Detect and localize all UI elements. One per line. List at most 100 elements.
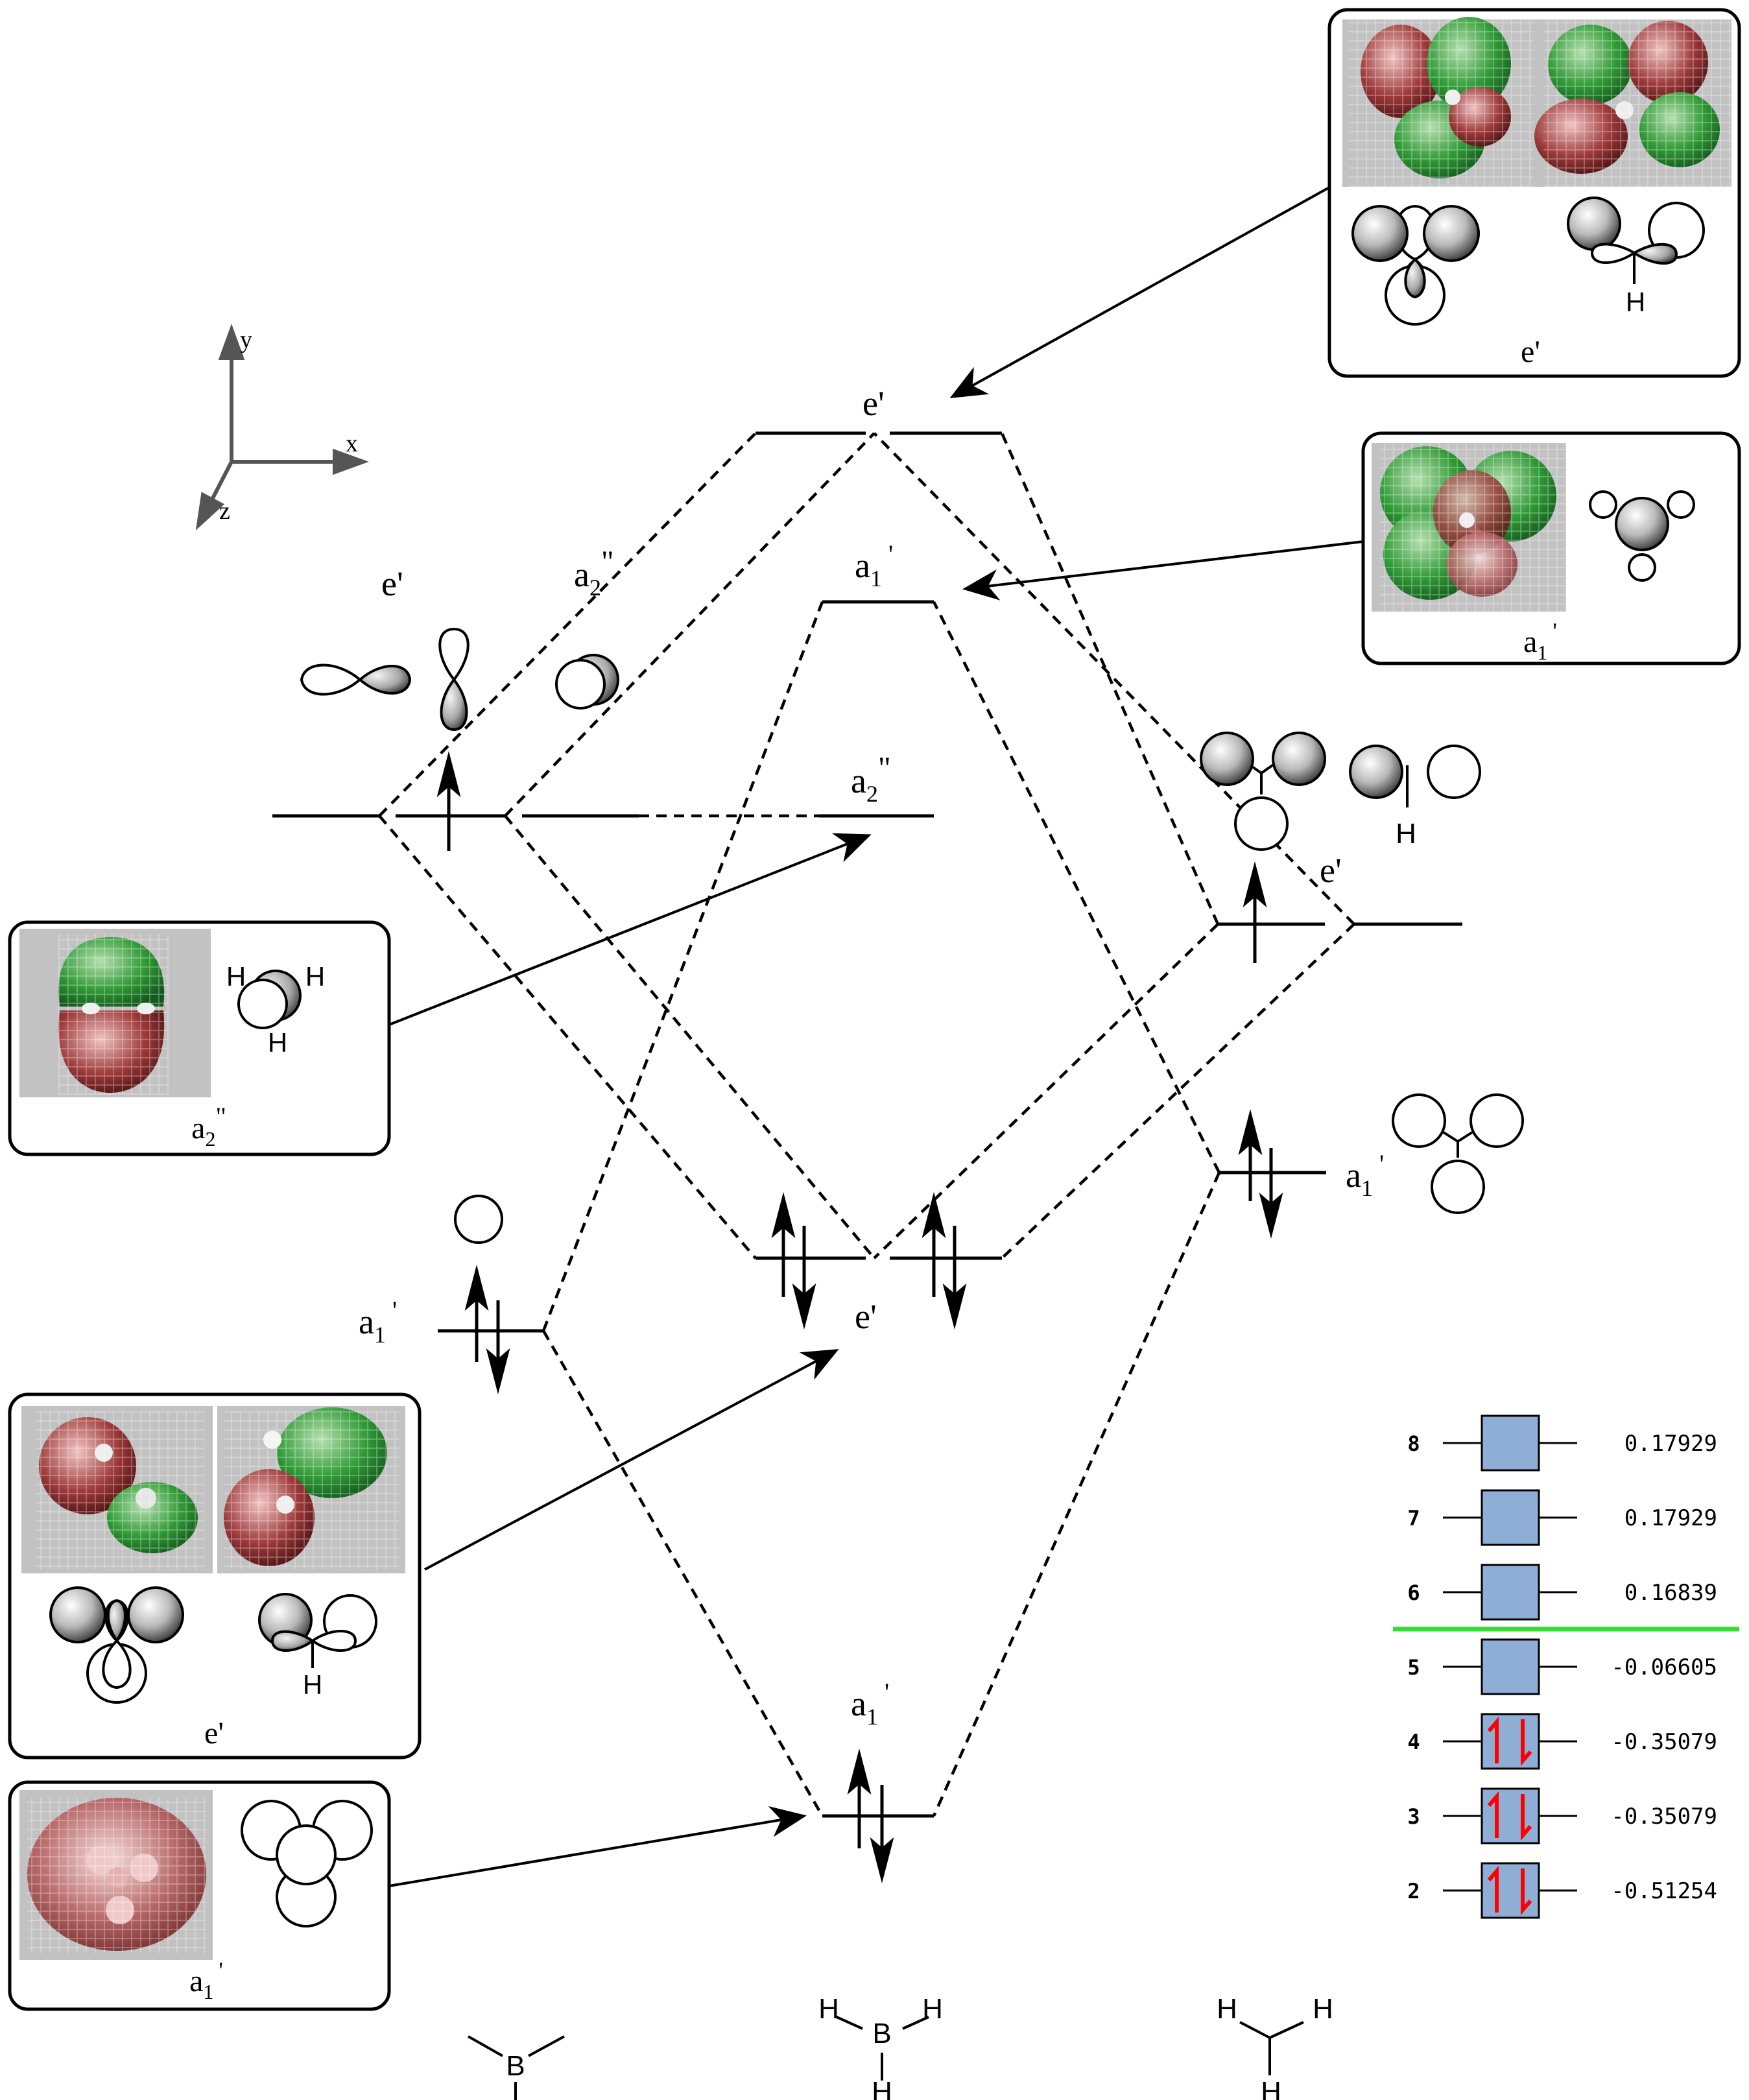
energy-row-box bbox=[1481, 1564, 1540, 1621]
energy-row-box bbox=[1481, 1489, 1540, 1546]
pair-h3-a1 bbox=[1238, 1109, 1283, 1239]
energy-row-value: -0.35079 bbox=[1611, 1804, 1717, 1830]
box-e-antibonding-label: e' bbox=[1521, 335, 1540, 369]
box-a1-antibonding-label: a1' bbox=[1523, 618, 1557, 664]
h3-e-label: e' bbox=[1320, 851, 1342, 890]
fragment-bh3-h-right: H bbox=[922, 1993, 943, 2025]
energy-row-index: 4 bbox=[1407, 1730, 1420, 1754]
energy-row-index: 8 bbox=[1407, 1431, 1420, 1456]
mo-render-e-antibonding-2 bbox=[1534, 19, 1731, 187]
sketch-a2 bbox=[237, 970, 302, 1029]
fragment-h3-h-right: H bbox=[1313, 1993, 1333, 2025]
h3-a1-label: a1' bbox=[1346, 1149, 1384, 1201]
mo-a1-bonding-label: a1' bbox=[851, 1678, 889, 1730]
sketch-e-bonding-2 bbox=[258, 1593, 377, 1668]
fragment-b bbox=[468, 2035, 565, 2100]
fragment-h3-h-bottom: H bbox=[1261, 2076, 1281, 2100]
energy-row-value: 0.17929 bbox=[1624, 1431, 1717, 1457]
fragment-bh3-h-left: H bbox=[818, 1993, 839, 2025]
mo-e-bonding-label: e' bbox=[855, 1297, 877, 1336]
boron-s-orbital bbox=[454, 1195, 503, 1244]
energy-table: 8 0.17929 7 0.17929 6 0.16839 5 -0.06605 4 -0.350… bbox=[1393, 1414, 1739, 1919]
energy-row-box bbox=[1481, 1638, 1540, 1695]
boron-py-orbital bbox=[438, 627, 470, 732]
fragment-b-atom: B bbox=[506, 2050, 525, 2082]
energy-row-electron-up bbox=[1487, 1716, 1499, 1763]
energy-row-electron-down bbox=[1521, 1794, 1532, 1841]
axis-y-label: y bbox=[240, 326, 252, 353]
energy-row-box bbox=[1481, 1713, 1540, 1770]
fragment-bh3 bbox=[836, 2016, 929, 2081]
fragment-bh3-h-bottom: H bbox=[872, 2076, 892, 2100]
sketch-a1-antibonding bbox=[1589, 490, 1695, 582]
h3-e-orbital-1 bbox=[1200, 732, 1326, 851]
box-a2-h2: H bbox=[305, 961, 325, 992]
fragment-h3 bbox=[1239, 2021, 1304, 2075]
energy-row-index: 3 bbox=[1407, 1804, 1420, 1829]
b-pz-label: a2" bbox=[574, 545, 614, 601]
energy-row-box bbox=[1481, 1787, 1540, 1844]
boron-px-orbital bbox=[300, 663, 412, 696]
box-e-bonding: H e' bbox=[8, 1392, 422, 1760]
energy-row-index: 6 bbox=[1407, 1581, 1420, 1605]
pointer-arrows bbox=[388, 187, 1364, 1887]
mo-render-a1-antibonding bbox=[1380, 443, 1566, 612]
box-a1-bonding-label: a1' bbox=[189, 1957, 223, 2003]
box-a2-h3: H bbox=[268, 1027, 287, 1058]
energy-row-electron-down bbox=[1521, 1868, 1532, 1916]
energy-row-value: -0.06605 bbox=[1611, 1654, 1717, 1680]
mo-a2-label: a2" bbox=[851, 751, 891, 807]
energy-row-box bbox=[1481, 1414, 1540, 1472]
h3-e-orbital-2 bbox=[1349, 745, 1481, 807]
sketch-e-antibonding-1 bbox=[1351, 204, 1480, 326]
mo-render-e-bonding-2 bbox=[224, 1407, 399, 1569]
fragment-h3-h-left: H bbox=[1217, 1993, 1237, 2025]
axis-z-label: z bbox=[219, 497, 230, 525]
mo-render-a2 bbox=[58, 934, 169, 1095]
sketch-e-antibonding-2 bbox=[1567, 197, 1705, 284]
energy-row-electron-up bbox=[1487, 1865, 1499, 1913]
pair-b-s bbox=[464, 1265, 510, 1394]
h3-a1-orbital bbox=[1392, 1093, 1524, 1214]
energy-row-value: -0.35079 bbox=[1611, 1729, 1717, 1755]
sketch-a1-bonding bbox=[241, 1800, 373, 1927]
boron-pz-orbital bbox=[555, 654, 619, 710]
box-e-bonding-h-atom: H bbox=[303, 1669, 322, 1700]
energy-row-index: 2 bbox=[1407, 1879, 1420, 1903]
pair-a1-bonding bbox=[847, 1748, 894, 1883]
energy-row-value: 0.16839 bbox=[1624, 1580, 1717, 1606]
mo-a1-antibonding-label: a1' bbox=[855, 540, 893, 591]
correlation-lines bbox=[378, 432, 1355, 1817]
axis-x-label: x bbox=[346, 430, 358, 457]
mo-render-e-antibonding-1 bbox=[1349, 17, 1534, 187]
energy-row-electron-down bbox=[1521, 1719, 1532, 1767]
box-a2-h1: H bbox=[226, 961, 246, 992]
pair-e-bonding-left bbox=[771, 1192, 816, 1330]
mo-render-e-bonding-1 bbox=[36, 1411, 204, 1569]
box-a1-antibonding: a1' bbox=[1361, 431, 1741, 665]
energy-row-box bbox=[1481, 1862, 1540, 1919]
box-a2-label: a2" bbox=[191, 1102, 226, 1151]
energy-row-value: -0.51254 bbox=[1611, 1878, 1717, 1904]
box-a2: H H H a2" bbox=[8, 920, 391, 1156]
h3-e-orbital-h-atom: H bbox=[1396, 818, 1416, 850]
box-a1-bonding: a1' bbox=[8, 1780, 391, 2011]
b-s-label: a1' bbox=[359, 1296, 397, 1348]
energy-row-index: 7 bbox=[1407, 1506, 1420, 1531]
mo-e-antibonding-label: e' bbox=[863, 384, 885, 423]
energy-row-value: 0.17929 bbox=[1624, 1505, 1717, 1531]
energy-levels bbox=[272, 431, 1462, 1818]
sketch-e-bonding-1 bbox=[49, 1586, 184, 1704]
b-p-label: e' bbox=[381, 564, 403, 603]
box-e-antibonding: H e' bbox=[1327, 8, 1741, 378]
energy-row-electron-up bbox=[1487, 1791, 1499, 1838]
pair-e-bonding-right bbox=[922, 1192, 967, 1330]
energy-row-index: 5 bbox=[1407, 1655, 1420, 1680]
axes-indicator bbox=[195, 324, 369, 531]
mo-render-a1-bonding bbox=[27, 1798, 206, 1953]
box-e-bonding-label: e' bbox=[204, 1716, 224, 1750]
electrons bbox=[436, 751, 1283, 1883]
box-e-antibonding-h-atom: H bbox=[1626, 287, 1645, 317]
fragment-bh3-b: B bbox=[872, 2018, 891, 2049]
